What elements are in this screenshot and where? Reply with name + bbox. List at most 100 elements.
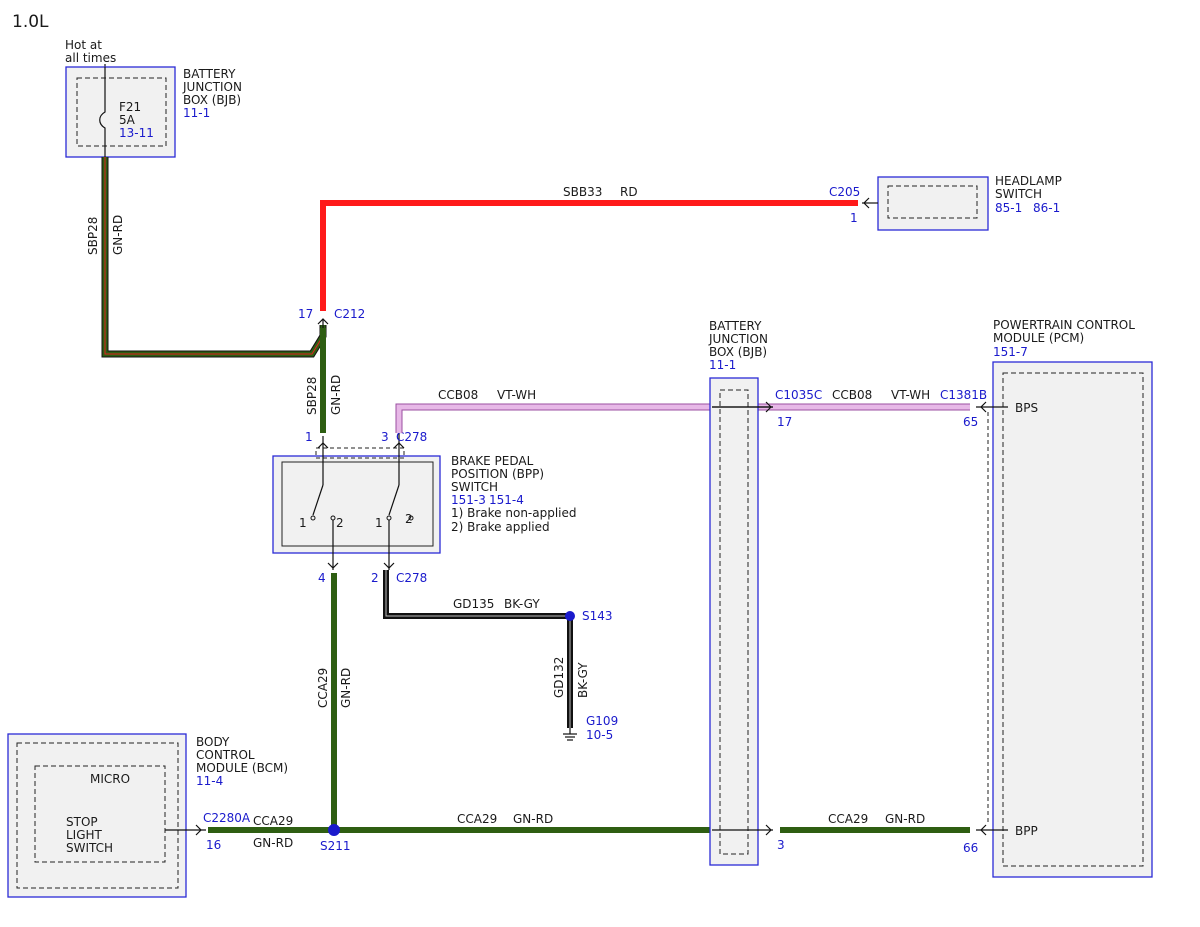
- bjb-mid-bottom-pin: 3: [777, 838, 785, 852]
- bjb-mid-name-2: JUNCTION: [708, 332, 768, 346]
- wire-sbp28-top: [102, 157, 326, 357]
- fuse-name: F21: [119, 100, 141, 114]
- wire-ccb08: [396, 404, 960, 433]
- c2280a-pin: 16: [206, 838, 221, 852]
- bpp-pin4-icon: [327, 562, 339, 569]
- bpp-ref-1: 151-3: [451, 493, 486, 507]
- bcm-name-1: BODY: [196, 735, 230, 749]
- bcm-stop-1: STOP: [66, 815, 98, 829]
- wire-cca29-bcm-circuit: CCA29: [253, 814, 293, 828]
- bjb-top-name-1: BATTERY: [183, 67, 236, 81]
- bjb-mid-name-3: BOX (BJB): [709, 345, 767, 359]
- bcm-micro-box: [34, 765, 166, 863]
- c212-pin: 17: [298, 307, 313, 321]
- bpp-pin4: 4: [318, 571, 326, 585]
- pcm-pin-bps: 65: [963, 415, 978, 429]
- bpp-sw-b-2: 2: [405, 512, 413, 526]
- hot-at-label-1: Hot at: [65, 38, 102, 52]
- bcm-name-3: MODULE (BCM): [196, 761, 288, 775]
- bpp-switch-b-blade: [388, 484, 400, 516]
- pcm-name-2: MODULE (PCM): [993, 331, 1084, 345]
- pcm-name-1: POWERTRAIN CONTROL: [993, 318, 1135, 332]
- wire-sbp28-mid-circuit: SBP28: [305, 377, 319, 415]
- fuse-f21-icon: [99, 67, 106, 157]
- wire-ccb08-b-circuit: CCB08: [832, 388, 872, 402]
- headlamp-ref-2: 86-1: [1033, 201, 1060, 215]
- bpp-connector-shell: [315, 447, 405, 459]
- bpp-note-2: 2) Brake applied: [451, 520, 550, 534]
- headlamp-name-2: SWITCH: [995, 187, 1042, 201]
- wire-gd132-circuit: GD132: [552, 657, 566, 698]
- wire-cca29-vert-circuit: CCA29: [316, 668, 330, 708]
- wire-gd135-stripe: [385, 570, 570, 617]
- wire-cca29-pcm-color: GN-RD: [885, 812, 925, 826]
- bjb-top-ref: 11-1: [183, 106, 210, 120]
- bpp-sw-b-1: 1: [375, 516, 383, 530]
- wire-cca29-bcm-color: GN-RD: [253, 836, 293, 850]
- splice-s143: S143: [582, 609, 613, 623]
- headlamp-name-1: HEADLAMP: [995, 174, 1062, 188]
- bpp-name-2: POSITION (BPP): [451, 467, 544, 481]
- bjb-mid-ref: 11-1: [709, 358, 736, 372]
- bpp-conn-bottom: C278: [396, 571, 427, 585]
- c1035c-connector: C1035C: [775, 388, 822, 402]
- bjb-top-name-3: BOX (BJB): [183, 93, 241, 107]
- bpp-switch-inner: [281, 461, 434, 547]
- bcm-ref: 11-4: [196, 774, 223, 788]
- diagram-title: 1.0L: [12, 12, 49, 32]
- bpp-sw-a-1: 1: [299, 516, 307, 530]
- c205-connector-icon: [863, 197, 870, 209]
- bpp-switch-b-contact2: [408, 515, 414, 521]
- bjb-mid-bottom-connector-icon: [765, 824, 772, 836]
- pcm-bpp-connector-icon: [980, 824, 987, 836]
- bpp-sw-a-2: 2: [336, 516, 344, 530]
- wire-sbp28-top-color: GN-RD: [111, 215, 125, 255]
- wire-sbb33: [320, 200, 858, 311]
- pcm-inner: [1002, 372, 1144, 867]
- c2280a-connector: C2280A: [203, 811, 251, 825]
- bjb-mid-inner: [719, 389, 749, 855]
- bjb-top-inner: [76, 77, 167, 147]
- c1381b-connector: C1381B: [940, 388, 987, 402]
- ground-g109-icon: [563, 728, 577, 741]
- wire-sbb33-circuit: SBB33: [563, 185, 602, 199]
- bcm-name-2: CONTROL: [196, 748, 255, 762]
- bjb-mid-name-1: BATTERY: [709, 319, 762, 333]
- bpp-ref-2: 151-4: [489, 493, 524, 507]
- wire-gd135-circuit: GD135: [453, 597, 494, 611]
- bpp-conn-top: C278: [396, 430, 427, 444]
- c1035c-pin: 17: [777, 415, 792, 429]
- splice-s211: S211: [320, 839, 351, 853]
- bpp-pin1: 1: [305, 430, 313, 444]
- bpp-switch-a-blade: [312, 484, 324, 516]
- c1381b-connector-icon: [980, 401, 987, 413]
- bpp-pin2: 2: [371, 571, 379, 585]
- fuse-ref: 13-11: [119, 126, 154, 140]
- c205-pin: 1: [850, 211, 858, 225]
- bpp-pin2-icon: [383, 562, 395, 569]
- pcm-bpp-label: BPP: [1015, 824, 1038, 838]
- wire-gd135-color: BK-GY: [504, 597, 540, 611]
- bjb-top-name-2: JUNCTION: [182, 80, 242, 94]
- wire-gd132-color: BK-GY: [576, 662, 590, 698]
- bpp-note-1: 1) Brake non-applied: [451, 506, 577, 520]
- wire-sbp28-mid-color: GN-RD: [329, 375, 343, 415]
- splice-s143-dot: [565, 611, 575, 621]
- bcm-stop-2: LIGHT: [66, 828, 103, 842]
- pcm-ref: 151-7: [993, 345, 1028, 359]
- wire-cca29-mid-color: GN-RD: [513, 812, 553, 826]
- wire-ccb08-a-circuit: CCB08: [438, 388, 478, 402]
- headlamp-ref-1: 85-1: [995, 201, 1022, 215]
- bcm-stop-3: SWITCH: [66, 841, 113, 855]
- fuse-rating: 5A: [119, 113, 136, 127]
- pcm-bps-label: BPS: [1015, 401, 1038, 415]
- wire-ccb08-outline: [395, 403, 960, 433]
- ground-g109: G109: [586, 714, 618, 728]
- c212-connector: C212: [334, 307, 365, 321]
- headlamp-switch-inner: [887, 185, 978, 219]
- wire-sbp28-top-circuit: SBP28: [86, 217, 100, 255]
- wire-cca29-vert-color: GN-RD: [339, 668, 353, 708]
- bpp-name-1: BRAKE PEDAL: [451, 454, 534, 468]
- wire-sbp28-top-stripe: [104, 157, 324, 355]
